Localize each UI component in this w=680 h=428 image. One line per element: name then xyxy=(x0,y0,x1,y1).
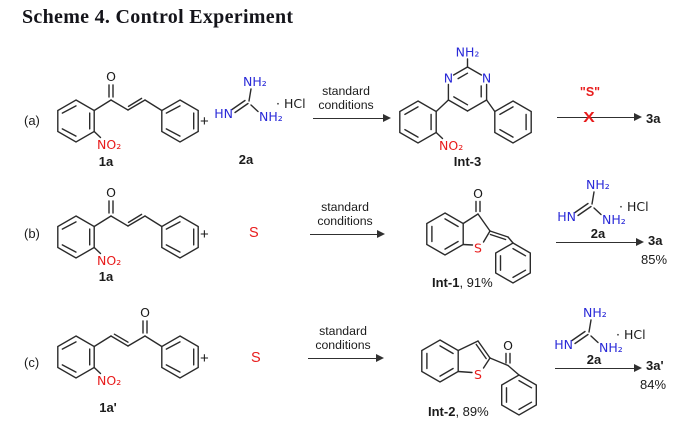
structure-int3 xyxy=(399,43,532,154)
reaction-arrow-b1 xyxy=(310,229,385,239)
arrow-shaft xyxy=(313,117,387,120)
yield-3a-prime: 84% xyxy=(640,377,667,392)
reaction-arrow-a1 xyxy=(313,113,391,123)
label-int1: Int-1, 91% xyxy=(432,275,493,290)
int2-yield: , 89% xyxy=(455,404,489,419)
label-3a-row-b: 3a xyxy=(648,233,663,248)
reaction-blocked-cross: X xyxy=(583,109,595,126)
arrow-head xyxy=(636,237,644,246)
arrow-shaft xyxy=(308,357,380,360)
plus-sign-row-b: + xyxy=(200,226,209,243)
row-a-label: (a) xyxy=(24,113,40,128)
label-2a-row-b: 2a xyxy=(590,226,606,241)
conditions-line2: conditions xyxy=(315,338,371,352)
arrow-shaft xyxy=(556,241,640,244)
sulfur-reagent-row-b: S xyxy=(249,225,259,241)
label-1a-prime: 1a' xyxy=(99,400,117,415)
structure-2a-row-c xyxy=(553,304,647,356)
label-2a-row-c: 2a xyxy=(586,352,602,367)
conditions-line1: standard xyxy=(319,324,367,338)
label-int3: Int-3 xyxy=(453,154,482,169)
structure-2a-row-b xyxy=(556,176,650,228)
row-b-label: (b) xyxy=(24,226,40,241)
label-1a-row-a: 1a xyxy=(98,154,114,169)
label-1a-row-b: 1a xyxy=(98,269,114,284)
conditions-line1: standard xyxy=(321,200,369,214)
arrow-shaft xyxy=(310,233,381,236)
conditions-text-row-b: standard conditions xyxy=(300,200,390,228)
plus-sign-row-c: + xyxy=(200,350,209,367)
reaction-arrow-c2 xyxy=(555,363,642,373)
conditions-text-row-c: standard conditions xyxy=(298,324,388,352)
structure-1a-prime xyxy=(57,304,199,389)
int1-yield: , 91% xyxy=(459,275,493,290)
arrow-head xyxy=(383,113,391,122)
int2-name: Int-2 xyxy=(428,404,456,419)
structure-1a-row-b xyxy=(57,184,199,269)
structure-2a-row-a xyxy=(213,73,307,125)
arrow-head xyxy=(634,112,642,121)
arrow-head xyxy=(634,363,642,372)
plus-sign-row-a: + xyxy=(200,113,209,130)
scheme-title: Scheme 4. Control Experiment xyxy=(22,6,294,28)
arrow-head xyxy=(377,229,385,238)
conditions-line2: conditions xyxy=(318,98,374,112)
reaction-arrow-b2 xyxy=(556,237,644,247)
reaction-arrow-a2 xyxy=(557,112,642,122)
arrow-head xyxy=(376,353,384,362)
arrow-shaft xyxy=(555,367,638,370)
yield-3a: 85% xyxy=(641,252,668,267)
label-int2: Int-2, 89% xyxy=(428,404,489,419)
arrow-shaft xyxy=(557,116,638,119)
structure-int1 xyxy=(426,185,531,284)
label-2a-row-a: 2a xyxy=(238,152,254,167)
label-3a-prime: 3a' xyxy=(646,358,664,373)
int1-name: Int-1 xyxy=(432,275,460,290)
sulfur-reagent-row-c: S xyxy=(251,350,261,366)
row-c-label: (c) xyxy=(24,355,40,370)
quoted-sulfur-label: "S" xyxy=(579,85,601,99)
conditions-text-row-a: standard conditions xyxy=(301,84,391,112)
conditions-line1: standard xyxy=(322,84,370,98)
label-3a-row-a: 3a xyxy=(646,111,661,126)
structure-1a-row-a xyxy=(57,68,199,153)
conditions-line2: conditions xyxy=(317,214,373,228)
reaction-arrow-c1 xyxy=(308,353,384,363)
